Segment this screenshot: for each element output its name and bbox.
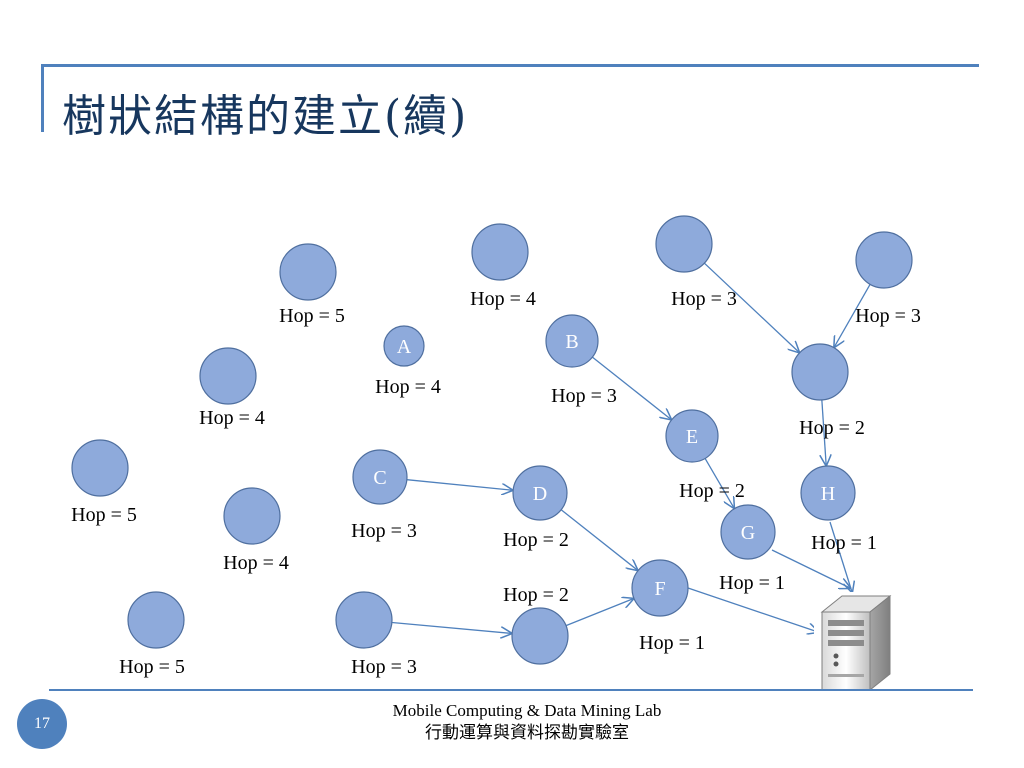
hop-label: Hop = 3 xyxy=(855,305,921,327)
hop-label: Hop = 3 xyxy=(351,520,417,542)
node-letter: C xyxy=(373,467,386,489)
node-circle xyxy=(545,314,599,368)
hop-label: Hop = 2 xyxy=(503,584,569,606)
node-c: C Hop = 3 xyxy=(351,449,417,542)
edge-arrow xyxy=(560,509,637,570)
node-unlabeled: Hop = 3 xyxy=(855,231,921,327)
node-b: B Hop = 3 xyxy=(545,314,617,407)
node-circle xyxy=(127,591,185,649)
title-accent-line xyxy=(41,64,979,67)
title-accent-bar xyxy=(41,64,44,132)
node-circle xyxy=(855,231,913,289)
node-circle xyxy=(511,607,569,665)
node-circle xyxy=(335,591,393,649)
node-unlabeled: Hop = 4 xyxy=(199,347,265,429)
hop-label: Hop = 4 xyxy=(223,552,289,574)
node-unlabeled: Hop = 3 xyxy=(335,591,417,678)
node-letter: G xyxy=(741,522,755,544)
page-number: 17 xyxy=(17,699,67,749)
node-e: E Hop = 2 xyxy=(665,409,745,502)
hop-label: Hop = 4 xyxy=(470,288,536,310)
node-f: F Hop = 1 xyxy=(631,559,705,654)
hop-label: Hop = 1 xyxy=(811,532,877,554)
node-unlabeled: Hop = 4 xyxy=(223,487,289,574)
node-circle xyxy=(655,215,713,273)
edges xyxy=(391,262,871,634)
node-g: G Hop = 1 xyxy=(719,504,785,594)
node-unlabeled: Hop = 3 xyxy=(655,215,737,310)
node-letter: E xyxy=(686,426,698,448)
node-circle xyxy=(71,439,129,497)
nodes: Hop = 5 Hop = 4 Hop = 3 Hop = 3 A Hop = 4 B Hop… xyxy=(71,215,921,678)
hop-label: Hop = 2 xyxy=(679,480,745,502)
hop-label: Hop = 3 xyxy=(351,656,417,678)
node-circle xyxy=(720,504,776,560)
slide-title: 樹狀結構的建立(續) xyxy=(62,91,469,142)
node-circle xyxy=(223,487,281,545)
footer: Mobile Computing & Data Mining Lab 行動運算與… xyxy=(300,700,754,744)
node-unlabeled: Hop = 4 xyxy=(470,223,536,310)
node-circle xyxy=(512,465,568,521)
node-unlabeled: Hop = 5 xyxy=(119,591,185,678)
hop-label: Hop = 5 xyxy=(71,504,137,526)
node-unlabeled: Hop = 5 xyxy=(279,243,345,327)
hop-label: Hop = 5 xyxy=(119,656,185,678)
footer-divider xyxy=(49,689,973,691)
node-letter: F xyxy=(654,578,665,600)
node-circle xyxy=(665,409,719,463)
edge-arrow xyxy=(703,262,798,352)
node-unlabeled: Hop = 5 xyxy=(71,439,137,526)
node-letter: D xyxy=(533,483,547,505)
node-circle xyxy=(279,243,337,301)
hop-label: Hop = 4 xyxy=(375,376,441,398)
node-circle xyxy=(383,325,425,367)
node-circle xyxy=(352,449,408,505)
node-circle xyxy=(800,465,856,521)
node-circle xyxy=(471,223,529,281)
edge-arrow xyxy=(687,587,818,632)
hop-label: Hop = 1 xyxy=(719,572,785,594)
hop-label: Hop = 2 xyxy=(799,417,865,439)
node-circle xyxy=(631,559,689,617)
footer-lab-name: Mobile Computing & Data Mining Lab xyxy=(392,701,662,720)
hop-label: Hop = 1 xyxy=(639,632,705,654)
node-a: A Hop = 4 xyxy=(375,325,441,398)
hop-label: Hop = 3 xyxy=(671,288,737,310)
hop-label: Hop = 3 xyxy=(551,385,617,407)
node-letter: A xyxy=(397,336,412,358)
hop-label: Hop = 4 xyxy=(199,407,265,429)
node-letter: B xyxy=(565,331,578,353)
node-circle xyxy=(791,343,849,401)
hop-label: Hop = 2 xyxy=(503,529,569,551)
footer-lab-name-chinese: 行動運算與資料探勘實驗室 xyxy=(425,723,629,742)
hop-label: Hop = 5 xyxy=(279,305,345,327)
edge-arrow xyxy=(591,356,670,419)
node-d: D Hop = 2 xyxy=(503,465,569,551)
node-unlabeled: Hop = 2 xyxy=(503,584,569,665)
edge-arrow xyxy=(406,479,512,491)
edge-arrow xyxy=(391,621,511,634)
node-circle xyxy=(199,347,257,405)
edge-arrow xyxy=(822,399,826,465)
node-unlabeled: Hop = 2 xyxy=(791,343,865,439)
node-h: H Hop = 1 xyxy=(800,465,877,554)
node-letter: H xyxy=(821,483,835,505)
server-icon xyxy=(814,592,896,692)
edge-arrow xyxy=(834,283,871,347)
edge-arrow xyxy=(704,458,734,507)
edge-arrow xyxy=(771,549,850,588)
edge-arrow xyxy=(565,599,633,627)
